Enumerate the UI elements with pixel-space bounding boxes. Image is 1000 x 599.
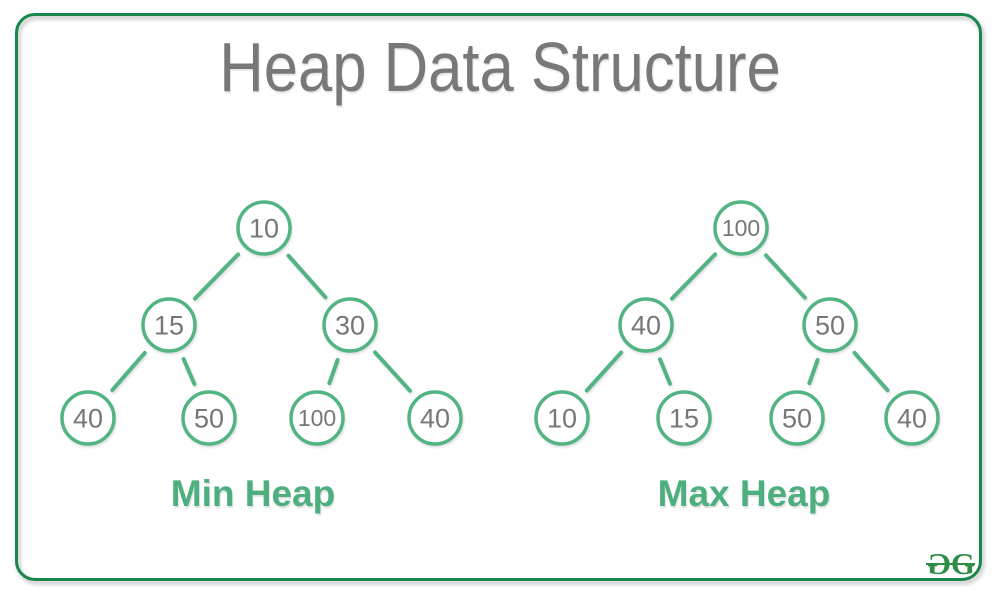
tree-node-circle — [656, 390, 712, 446]
tree-edge — [286, 253, 328, 300]
logo-strike-bar — [925, 562, 975, 566]
tree-node-value: 50 — [815, 310, 845, 340]
tree-node-value: 10 — [547, 403, 577, 433]
tree-node-value: 10 — [249, 213, 279, 243]
tree-edge — [658, 357, 672, 386]
min-heap-label: Min Heap — [170, 473, 336, 514]
tree-node-circle — [534, 390, 590, 446]
tree-edge — [764, 253, 807, 300]
tree-node-circle — [407, 390, 463, 446]
tree-node-circle — [802, 297, 858, 353]
tree-node-circle — [884, 390, 940, 446]
tree-node-value: 40 — [897, 403, 927, 433]
max-heap-label: Max Heap — [657, 473, 831, 514]
tree-edge — [192, 252, 241, 301]
tree-node-value: 15 — [669, 403, 699, 433]
tree-node-circle — [322, 297, 378, 353]
tree-edge — [373, 350, 412, 393]
tree-node-circle — [141, 297, 197, 353]
page-title: Heap Data Structure — [219, 28, 781, 106]
tree-node-value: 40 — [631, 310, 661, 340]
tree-edge — [807, 357, 820, 386]
tree-node-circle — [289, 390, 345, 446]
tree-node-value: 40 — [73, 403, 103, 433]
logo-letter-left: G — [927, 546, 951, 581]
tree-edge — [110, 350, 147, 393]
tree-edge — [852, 350, 890, 393]
tree-node-value: 50 — [194, 403, 224, 433]
tree-node-value: 100 — [722, 215, 760, 241]
tree-node-circle — [769, 390, 825, 446]
geeksforgeeks-logo: GG — [925, 546, 975, 581]
tree-edge — [181, 357, 197, 386]
tree-node-circle — [181, 390, 237, 446]
tree-node-circle — [236, 200, 292, 256]
tree-node-value: 30 — [335, 310, 365, 340]
tree-edge — [327, 357, 340, 386]
tree-edge — [584, 350, 624, 393]
tree-node-circle — [618, 297, 674, 353]
tree-node-circle — [60, 390, 116, 446]
tree-node-value: 100 — [298, 405, 336, 431]
tree-node-value: 50 — [782, 403, 812, 433]
tree-node-value: 15 — [154, 310, 184, 340]
tree-node-value: 40 — [420, 403, 450, 433]
tree-node-circle — [713, 200, 769, 256]
tree-edge — [669, 252, 718, 301]
